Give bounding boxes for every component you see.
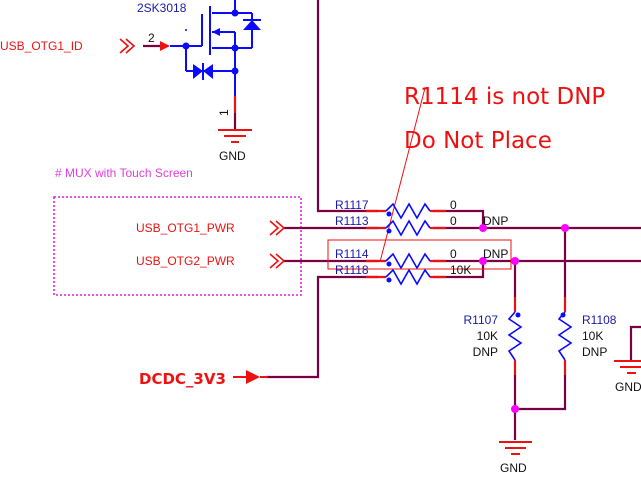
ref-r1118: R1118 [335, 263, 369, 277]
wires [266, 0, 641, 440]
note-r1107: DNP [473, 345, 498, 359]
ref-r1108: R1108 [582, 313, 617, 327]
value-r1108: 10K [582, 329, 603, 343]
port-arrow-otg2-pwr [269, 253, 286, 269]
port-arrow-dcdc-3v3 [233, 370, 268, 384]
resistor-r1118-symbol [385, 268, 431, 286]
junctions [479, 224, 569, 413]
note-r1114: DNP [483, 247, 508, 261]
value-r1114: 0 [450, 247, 457, 261]
gnd-label-top: GND [219, 149, 246, 163]
mosfet-2sk3018 [143, 0, 261, 130]
source-pin-number: 1 [217, 109, 231, 116]
gate-pin-number: 2 [148, 31, 155, 45]
resistor-r1114-symbol [385, 252, 431, 270]
mux-box [53, 196, 302, 296]
net-label-usb-otg2-pwr: USB_OTG2_PWR [136, 254, 235, 268]
ref-r1117: R1117 [335, 198, 369, 212]
ref-r1107: R1107 [464, 313, 499, 327]
resistor-r1113-symbol [385, 219, 431, 237]
port-arrow-otg1-pwr [269, 220, 286, 236]
resistor-r1107-symbol [507, 311, 523, 361]
value-r1107: 10K [477, 329, 498, 343]
annotation-line-1: R1114 is not DNP [404, 84, 605, 110]
note-r1113: DNP [483, 214, 508, 228]
ref-r1113: R1113 [335, 214, 369, 228]
mux-note: # MUX with Touch Screen [55, 166, 193, 180]
value-r1118: 10K [450, 263, 471, 277]
gnd-label-right: GND [615, 380, 641, 394]
value-r1117: 0 [450, 198, 457, 212]
note-r1108: DNP [582, 345, 607, 359]
port-arrow-otg1-id [119, 38, 136, 54]
resistor-r1108-symbol [557, 311, 573, 361]
resistor-stubs [366, 209, 567, 375]
value-r1113: 0 [450, 214, 457, 228]
annotation-leader-line [379, 87, 426, 263]
pin1-dot-r1117 [386, 211, 392, 217]
resistor-r1117-symbol [385, 202, 431, 220]
ref-r1114: R1114 [335, 247, 369, 261]
r1114-highlight-box [327, 239, 512, 270]
gnd-symbol-bottom [499, 441, 532, 455]
gnd-symbol-top [218, 129, 252, 143]
gnd-label-bottom: GND [500, 461, 527, 475]
net-label-usb-otg1-id: USB_OTG1_ID [0, 39, 83, 53]
annotation-line-2: Do Not Place [404, 128, 552, 154]
net-label-usb-otg1-pwr: USB_OTG1_PWR [136, 221, 235, 235]
net-label-dcdc-3v3: DCDC_3V3 [139, 370, 226, 388]
gnd-symbol-right [614, 360, 641, 374]
mosfet-part-label: 2SK3018 [137, 1, 187, 15]
